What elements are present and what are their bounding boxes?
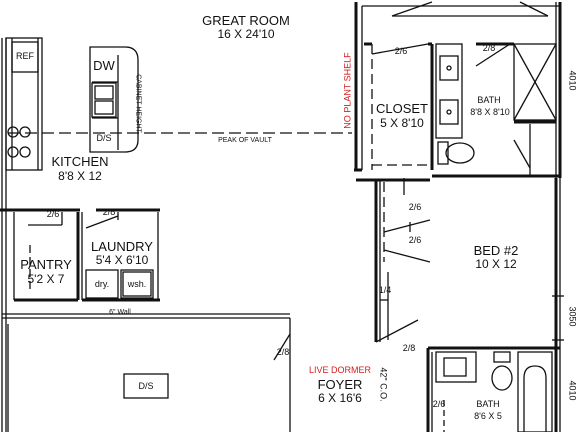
foyer-dims: 6 X 16'6	[318, 391, 362, 405]
bath-upper-door-label: 2/8	[482, 43, 496, 53]
laundry-dims: 5'4 X 6'10	[95, 253, 149, 267]
closet-dims: 5 X 8'10	[380, 116, 424, 130]
foyer-door-b-label: 2/8	[402, 343, 416, 353]
bath-lower-door-label: 2/6	[432, 399, 446, 409]
cabinet-height-label: CABINET HEIGHT	[134, 74, 142, 133]
washer-label: wsh.	[127, 279, 147, 289]
window-4010-top: 4010	[567, 70, 576, 91]
kitchen-dims: 8'8 X 12	[58, 169, 102, 183]
peak-of-vault-label: PEAK OF VAULT	[218, 137, 272, 144]
dw-label: DW	[93, 58, 115, 73]
great-room-dims: 16 X 24'10	[217, 27, 275, 41]
foyer-door-a-label: 2/8	[276, 347, 290, 357]
bath-lower-dims: 8'6 X 5	[474, 411, 502, 421]
pantry-name: PANTRY	[20, 257, 72, 272]
quarter-label: 1/4	[378, 285, 392, 295]
closet-door-label: 2/6	[394, 46, 408, 56]
great-room-name: GREAT ROOM	[202, 13, 290, 28]
kitchen-name: KITCHEN	[51, 154, 109, 169]
bed2-door-a-label: 2/6	[408, 202, 422, 212]
bed2-name: BED #2	[473, 243, 519, 258]
pantry-dims: 5'2 X 7	[27, 272, 65, 286]
pantry-door-label: 2/6	[46, 209, 60, 219]
ref-label: REF	[16, 51, 34, 61]
no-plant-shelf-note: NO PLANT SHELF	[342, 52, 353, 129]
laundry-name: LAUNDRY	[91, 239, 153, 254]
co-note: 42" C.O.	[378, 367, 389, 402]
kitchen-ds-label: D/S	[96, 133, 112, 143]
bath-upper-name: BATH	[477, 95, 501, 105]
closet-name: CLOSET	[375, 101, 428, 116]
bath-upper-dims: 8'8 X 8'10	[470, 107, 510, 117]
wall-note: 6" Wall	[109, 309, 131, 316]
live-dormer-note: LIVE DORMER	[308, 365, 371, 375]
window-4010-bottom: 4010	[567, 380, 576, 401]
foyer-name: FOYER	[317, 377, 363, 392]
bath-lower-name: BATH	[476, 399, 500, 409]
bed2-dims: 10 X 12	[475, 257, 517, 271]
bed2-door-b-label: 2/6	[408, 235, 422, 245]
laundry-door-label: 2/8	[102, 207, 116, 217]
lower-ds-label: D/S	[138, 381, 154, 391]
window-3050: 3050	[567, 306, 576, 327]
dryer-label: dry.	[94, 279, 110, 289]
